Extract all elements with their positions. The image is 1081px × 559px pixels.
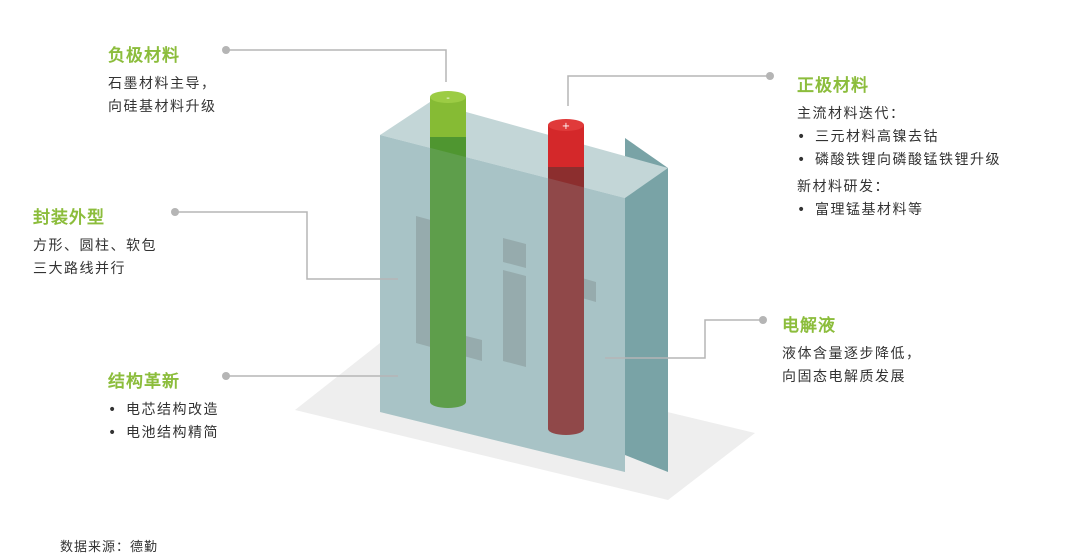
bullet-icon: • — [797, 202, 807, 218]
leader-dot-packaging — [171, 208, 179, 216]
electrolyte-description: 液体含量逐步降低， 向固态电解质发展 — [782, 343, 922, 389]
anode-line-2: 向硅基材料升级 — [108, 99, 217, 115]
letter-i-stem — [503, 270, 526, 367]
cathode-rod-top — [548, 125, 584, 167]
anode-rod-inside — [430, 135, 466, 402]
cathode-item: • 富理锰基材料等 — [797, 199, 1001, 222]
structure-item: • 电池结构精简 — [108, 422, 219, 445]
structure-list: • 电芯结构改造 • 电池结构精简 — [108, 399, 219, 445]
cathode-cap-symbol: + — [562, 121, 570, 132]
anode-rod-bottom — [430, 396, 466, 408]
leader-anode — [226, 49, 447, 82]
cathode-description: 主流材料迭代： • 三元材料高镍去钴 • 磷酸铁锂向磷酸锰铁锂升级 新材料研发： •… — [797, 103, 1001, 222]
bullet-icon: • — [108, 425, 118, 441]
structure-title: 结构革新 — [108, 372, 180, 392]
electrolyte-line-2: 向固态电解质发展 — [782, 369, 906, 385]
packaging-title: 封装外型 — [33, 208, 105, 228]
packaging-description: 方形、圆柱、软包 三大路线并行 — [33, 235, 157, 281]
cathode-rod-bottom — [548, 423, 584, 435]
leader-dots — [171, 46, 774, 380]
bullet-icon: • — [797, 152, 807, 168]
leader-dot-structure — [222, 372, 230, 380]
structure-item-text: 电池结构精简 — [126, 425, 219, 441]
cathode-rod-cap — [548, 119, 584, 131]
battery-front-glass — [380, 135, 625, 472]
cathode-title: 正极材料 — [797, 76, 869, 96]
anode-title: 负极材料 — [108, 46, 180, 66]
battery-side-face — [625, 138, 668, 472]
leader-cathode — [567, 75, 770, 106]
bullet-icon: • — [797, 129, 807, 145]
cathode-item-text: 磷酸铁锂向磷酸锰铁锂升级 — [815, 152, 1001, 168]
source-note: 数据来源：德勤 — [60, 540, 159, 555]
packaging-line-1: 方形、圆柱、软包 — [33, 238, 157, 254]
cathode-rod-inside — [548, 166, 584, 429]
leader-dot-anode — [222, 46, 230, 54]
anode-description: 石墨材料主导， 向硅基材料升级 — [108, 73, 217, 119]
packaging-line-2: 三大路线并行 — [33, 261, 126, 277]
electrolyte-title: 电解液 — [782, 316, 836, 336]
structure-item: • 电芯结构改造 — [108, 399, 219, 422]
cathode-item: • 磷酸铁锂向磷酸锰铁锂升级 — [797, 149, 1001, 172]
leader-electrolyte — [605, 319, 763, 359]
leader-dot-cathode — [766, 72, 774, 80]
anode-cap-symbol: - — [446, 93, 450, 104]
anode-rod-top — [430, 97, 466, 137]
anode-line-1: 石墨材料主导， — [108, 76, 217, 92]
electrolyte-line-1: 液体含量逐步降低， — [782, 346, 922, 362]
structure-item-text: 电芯结构改造 — [126, 402, 219, 418]
bullet-icon: • — [108, 402, 118, 418]
cathode-intro-2: 新材料研发： — [797, 179, 890, 195]
leader-lines — [175, 49, 770, 377]
leader-dot-electrolyte — [759, 316, 767, 324]
letter-i-dot — [503, 238, 526, 268]
cathode-item-text: 富理锰基材料等 — [815, 202, 924, 218]
cathode-item-text: 三元材料高镍去钴 — [815, 129, 939, 145]
anode-rod-cap — [430, 91, 466, 103]
cathode-item: • 三元材料高镍去钴 — [797, 126, 1001, 149]
leader-packaging — [175, 211, 398, 280]
cathode-intro: 主流材料迭代： — [797, 106, 906, 122]
